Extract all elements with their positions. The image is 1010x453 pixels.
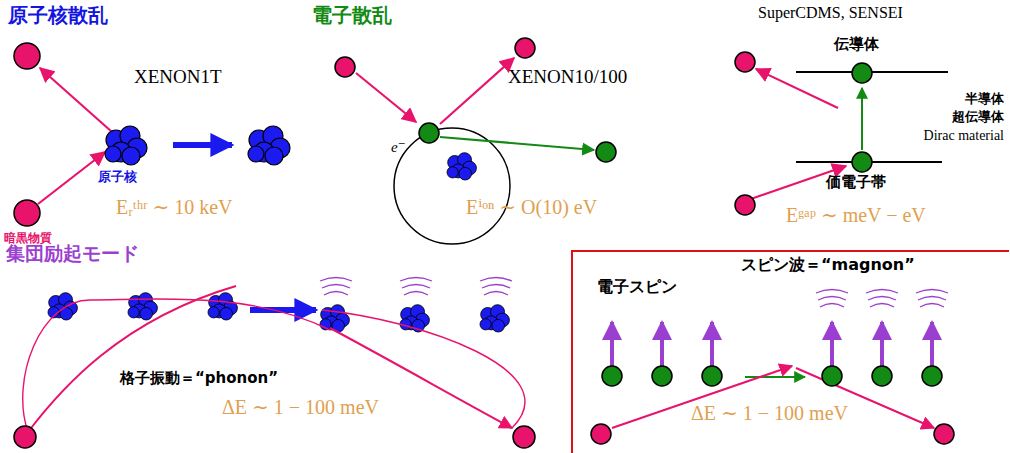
- vibration-arc: [920, 304, 944, 308]
- material-name: 半導体: [965, 92, 1004, 107]
- section-title: 集団励起モード: [6, 243, 139, 265]
- band-name: 伝導体: [834, 36, 879, 53]
- energy-scale: Eᵍᵃᵖ ∼ meV − eV: [786, 204, 926, 227]
- vibration-arc: [818, 297, 846, 301]
- spin-arrow: [880, 322, 884, 366]
- electron-dot: [602, 366, 622, 386]
- mode-name: 格子振動＝“phonon”: [120, 370, 278, 387]
- electron-dot: [652, 366, 672, 386]
- highlight-panel: 電子スピン スピン波＝“magnon” ΔE ∼ 1 − 100 meV: [571, 250, 1009, 453]
- spin-arrow: [930, 322, 934, 366]
- particle-name: e⁻: [391, 139, 406, 156]
- vibration-arc: [866, 290, 898, 294]
- band-name: 価電子帯: [826, 174, 886, 191]
- vibration-arc: [918, 297, 946, 301]
- spin-label: 電子スピン: [597, 278, 677, 296]
- vibration-arc: [324, 292, 348, 296]
- vibration-arc: [484, 292, 508, 296]
- vibration-arc: [820, 304, 844, 308]
- section-title: 電子散乱: [312, 4, 392, 27]
- material-name: Dirac material: [924, 128, 1004, 144]
- vibration-arc: [868, 297, 896, 301]
- energy-scale: Eᵣᵗʰʳ ∼ 10 keV: [116, 196, 232, 219]
- vibration-arc: [870, 304, 894, 308]
- electron-dot: [922, 366, 942, 386]
- vibration-arc: [320, 278, 352, 282]
- vibration-arc: [816, 290, 848, 294]
- energy-scale: ΔE ∼ 1 − 100 meV: [691, 402, 848, 425]
- part-name: 原子核: [98, 170, 137, 185]
- electron-dot: [872, 366, 892, 386]
- section-title: 原子核散乱: [8, 4, 108, 27]
- mode-name: スピン波＝“magnon”: [741, 256, 915, 274]
- experiment-name: SuperCDMS, SENSEI: [758, 4, 903, 22]
- experiment-name: XENON10/100: [508, 66, 627, 88]
- vibration-arc: [916, 290, 948, 294]
- vibration-arc: [480, 278, 512, 282]
- electron-spins: [602, 322, 942, 386]
- spin-arrow: [610, 322, 614, 366]
- electron-dot: [702, 366, 722, 386]
- vibration-arc: [322, 285, 350, 289]
- vibration-arcs: [320, 278, 948, 308]
- vibration-arc: [400, 278, 432, 282]
- spin-arrow: [710, 322, 714, 366]
- electron-dot: [822, 366, 842, 386]
- vibration-arc: [482, 285, 510, 289]
- energy-scale: Eⁱᵒⁿ ∼ O(10) eV: [466, 196, 597, 219]
- vibration-arc: [402, 285, 430, 289]
- spin-arrow: [830, 322, 834, 366]
- phonon-illustration: [14, 286, 535, 448]
- nuclear-scattering: [14, 43, 290, 226]
- spin-arrow: [660, 322, 664, 366]
- material-name: 超伝導体: [952, 110, 1004, 125]
- experiment-name: XENON1T: [134, 66, 222, 88]
- magnon-illustration: [591, 366, 954, 444]
- vibration-arc: [404, 292, 428, 296]
- energy-scale: ΔE ∼ 1 − 100 meV: [222, 396, 379, 419]
- band-gap: [735, 52, 948, 215]
